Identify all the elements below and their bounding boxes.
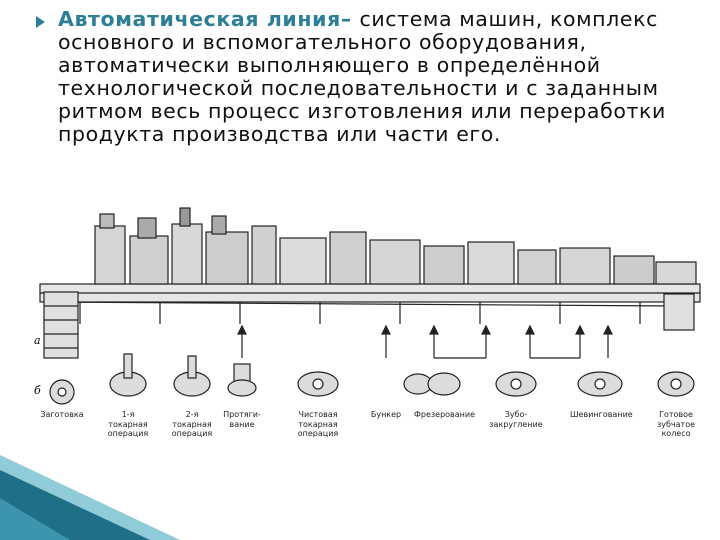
production-line-drawing: а б bbox=[34, 207, 701, 405]
label-b: б bbox=[34, 384, 41, 397]
caption-5: Бункер bbox=[370, 410, 402, 419]
definition-text: система машин, комплекс основного и вспо… bbox=[58, 7, 666, 146]
term: Автоматическая линия bbox=[58, 7, 341, 31]
label-a: а bbox=[34, 334, 41, 347]
bullet-arrow-icon bbox=[36, 16, 45, 28]
corner-mid-shape bbox=[0, 498, 70, 540]
caption-6: Фрезерование bbox=[414, 410, 476, 419]
caption-7: Зубо-закругление bbox=[489, 410, 543, 429]
caption-3: Протяги-вание bbox=[223, 410, 261, 429]
definition-paragraph: Автоматическая линия– система машин, ком… bbox=[58, 8, 708, 146]
term-dash: – bbox=[340, 7, 360, 31]
caption-0: Заготовка bbox=[40, 410, 84, 419]
caption-8: Шевингование bbox=[570, 410, 633, 419]
